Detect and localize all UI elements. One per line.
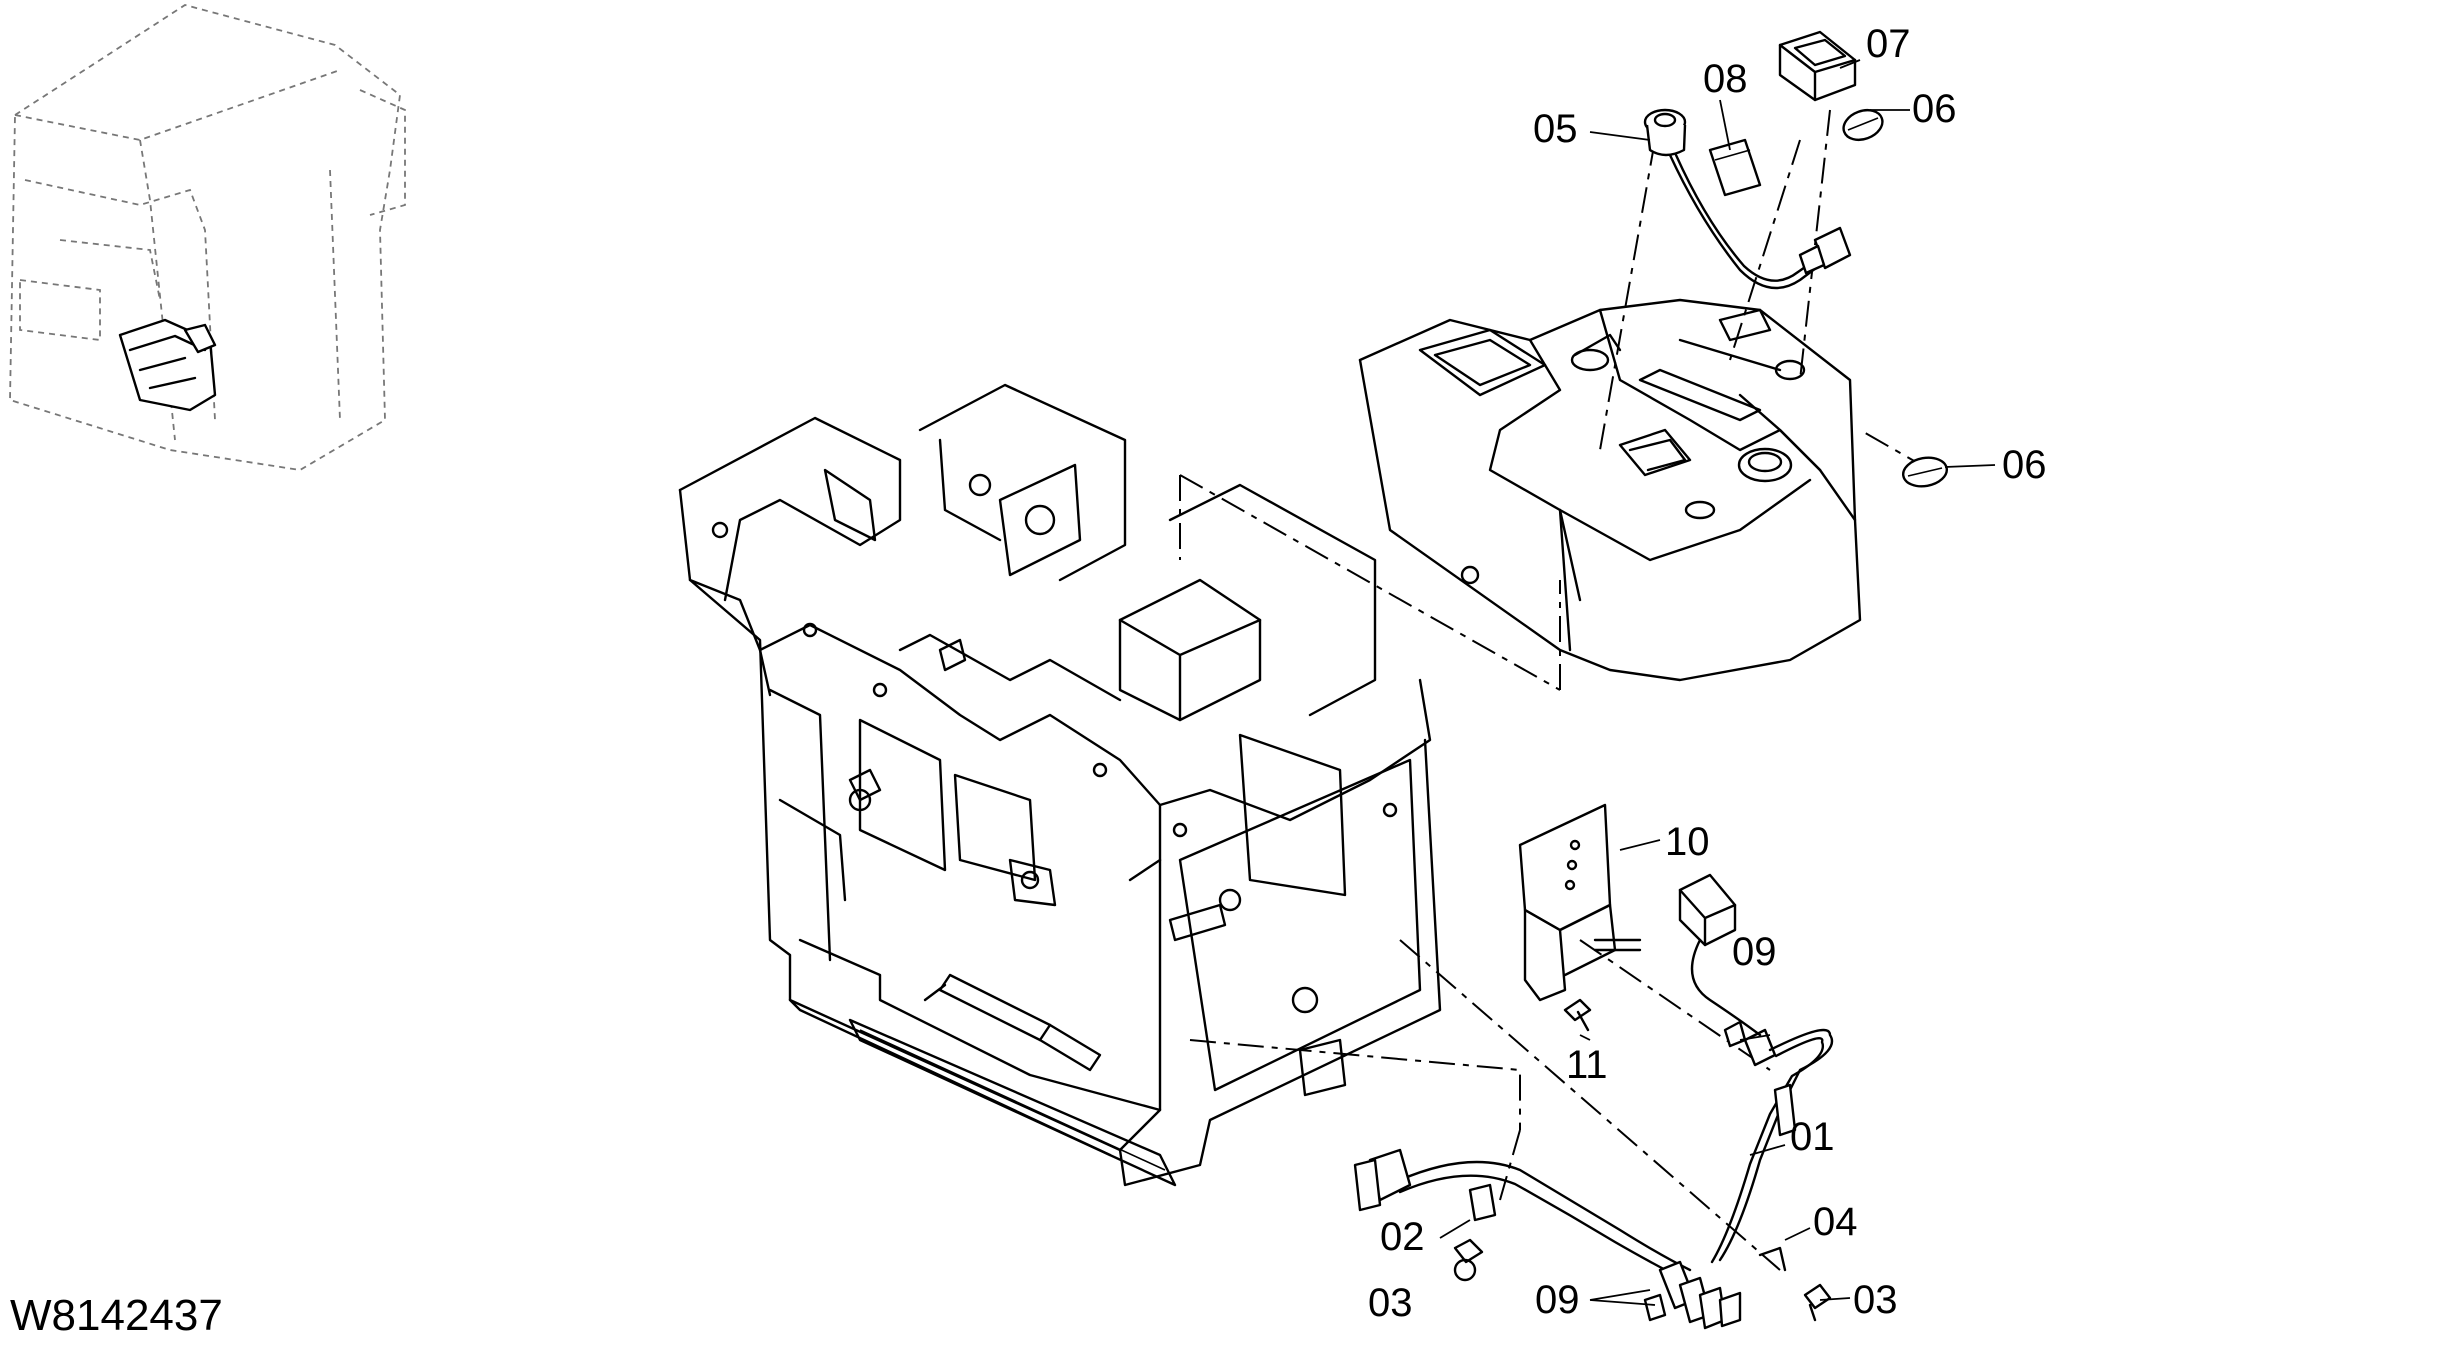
cab-overview — [9, 4, 406, 471]
console-cover — [1358, 298, 1862, 682]
assembly-lines — [1179, 109, 1931, 1271]
callout-labels: 05 08 07 06 06 10 09 11 01 04 02 03 09 0… — [1368, 22, 2047, 1325]
callout-06-lower: 06 — [2002, 443, 2047, 487]
callout-09-lower: 09 — [1535, 1278, 1580, 1322]
leader-lines — [1439, 59, 1996, 1306]
console-frame — [678, 383, 1442, 1187]
callout-08: 08 — [1703, 57, 1748, 101]
callout-04: 04 — [1813, 1200, 1858, 1244]
callout-11: 11 — [1566, 1043, 1608, 1087]
wire-harness — [1353, 803, 1834, 1330]
callout-05: 05 — [1533, 107, 1578, 151]
callout-03-left: 03 — [1368, 1281, 1413, 1325]
callout-09-upper: 09 — [1732, 930, 1777, 974]
small-parts — [1643, 30, 1949, 488]
callout-02: 02 — [1380, 1215, 1425, 1259]
callout-01: 01 — [1790, 1115, 1835, 1159]
callout-03-right: 03 — [1853, 1278, 1898, 1322]
callout-06-upper: 06 — [1912, 87, 1957, 131]
callout-10: 10 — [1665, 820, 1710, 864]
callout-07: 07 — [1866, 22, 1911, 66]
drawing-code: W8142437 — [10, 1291, 223, 1340]
